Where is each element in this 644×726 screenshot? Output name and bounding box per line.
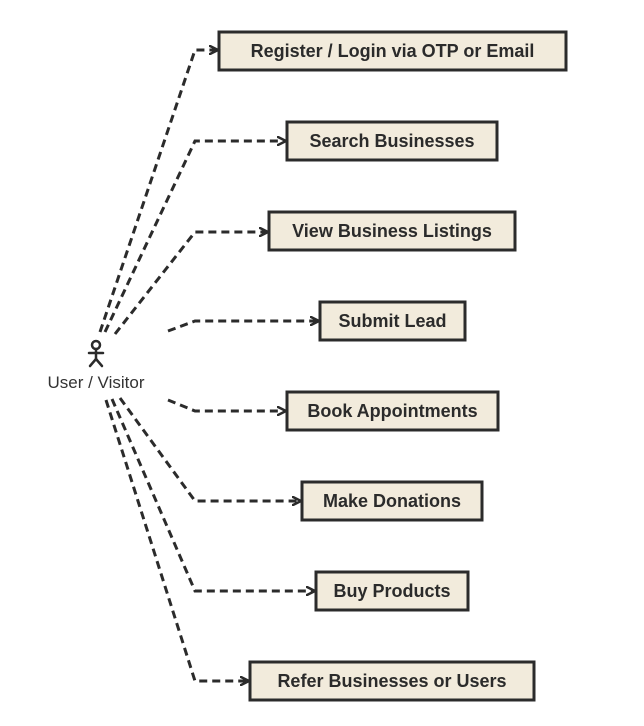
use-case-make-donations: Make Donations [300,480,484,522]
use-case-refer: Refer Businesses or Users [248,660,536,702]
edge-book-appointments [167,398,285,411]
actor-label: User / Visitor [48,373,145,392]
use-case-label: Search Businesses [309,131,474,151]
use-case-label: View Business Listings [292,221,492,241]
stick-figure-icon [87,339,105,368]
use-case-register: Register / Login via OTP or Email [217,30,568,72]
edges [98,50,318,681]
edge-submit-lead [167,321,318,333]
use-case-book-appointments: Book Appointments [285,390,500,432]
edge-register [98,50,217,333]
use-case-view-listings: View Business Listings [267,210,517,252]
use-case-label: Book Appointments [307,401,477,421]
use-case-buy-products: Buy Products [314,570,470,612]
edge-view-listings [113,232,267,335]
edge-search [103,141,285,333]
use-case-label: Register / Login via OTP or Email [251,41,535,61]
use-case-label: Buy Products [333,581,450,601]
edge-refer [104,399,248,681]
edge-make-donations [118,397,300,501]
use-case-submit-lead: Submit Lead [318,300,467,342]
edge-buy-products [110,398,314,591]
use-case-search: Search Businesses [285,120,499,162]
use-case-label: Refer Businesses or Users [277,671,506,691]
use-case-label: Make Donations [323,491,461,511]
use-case-label: Submit Lead [338,311,446,331]
actor: User / Visitor [48,339,145,392]
